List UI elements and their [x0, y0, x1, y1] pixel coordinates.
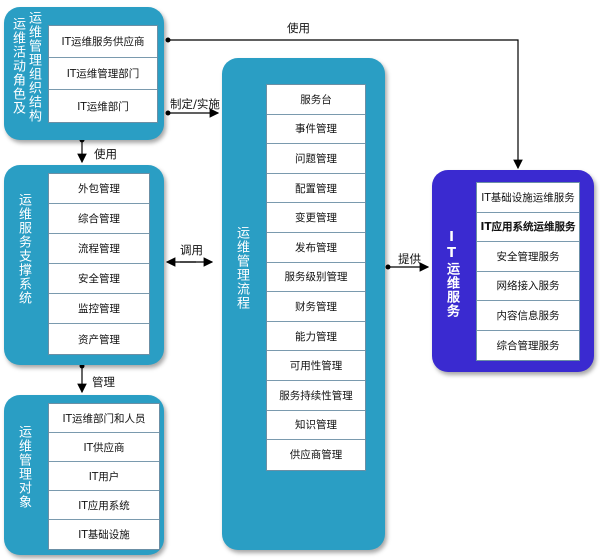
arrow-org-to-process [165, 108, 220, 118]
list-item: 服务台 [267, 85, 365, 115]
list-item: 配置管理 [267, 174, 365, 204]
list-item: IT用户 [49, 462, 159, 491]
support-list: 外包管理 综合管理 流程管理 安全管理 监控管理 资产管理 [48, 173, 150, 355]
services-title: IT运维服务 [444, 230, 459, 318]
list-item: 服务级别管理 [267, 263, 365, 293]
list-item: IT基础设施 [78, 529, 130, 541]
arrow-process-to-services [385, 262, 430, 272]
org-title: 运维管理组织结构 [26, 11, 41, 123]
list-item: 安全管理服务 [477, 242, 579, 272]
label-provide: 提供 [398, 252, 421, 266]
objects-list: IT运维部门和人员 IT供应商 IT用户 IT应用系统 IT基础设施 [48, 403, 160, 550]
arrow-support-to-objects [77, 363, 87, 394]
services-list: IT基础设施运维服务 IT应用系统运维服务 安全管理服务 网络接入服务 内容信息… [476, 182, 580, 361]
support-title: 运维服务支撑系统 [16, 193, 31, 305]
arrow-org-to-services [165, 37, 523, 170]
list-item: IT应用系统运维服务 [477, 213, 579, 242]
process-list: 服务台 事件管理 问题管理 配置管理 变更管理 发布管理 服务级别管理 财务管理… [266, 84, 366, 471]
list-item: 综合管理 [49, 204, 149, 234]
list-item: IT运维部门 [77, 100, 129, 113]
label-formulate: 制定/实施 [170, 97, 220, 111]
list-item: 流程管理 [49, 234, 149, 264]
list-item: IT应用系统 [49, 491, 159, 520]
list-item: 发布管理 [267, 233, 365, 263]
process-panel: 运维管理流程 服务台 事件管理 问题管理 配置管理 变更管理 发布管理 服务级别… [222, 58, 385, 550]
list-item: 安全管理 [49, 264, 149, 294]
list-item: 资产管理 [78, 333, 120, 346]
list-item: 变更管理 [267, 203, 365, 233]
list-item: 监控管理 [49, 294, 149, 324]
list-item: 能力管理 [267, 322, 365, 352]
list-item: IT基础设施运维服务 [477, 183, 579, 213]
org-list: IT运维服务供应商 IT运维管理部门 IT运维部门 [48, 25, 158, 123]
label-use-left: 使用 [94, 147, 117, 161]
support-system-panel: 运维服务支撑系统 外包管理 综合管理 流程管理 安全管理 监控管理 资产管理 [4, 165, 164, 365]
list-item: 综合管理服务 [496, 339, 560, 352]
list-item: IT运维部门和人员 [49, 404, 159, 433]
list-item: 可用性管理 [267, 351, 365, 381]
process-title: 运维管理流程 [234, 226, 249, 310]
list-item: 服务持续性管理 [267, 381, 365, 411]
list-item: IT供应商 [49, 433, 159, 462]
list-item: 内容信息服务 [477, 301, 579, 331]
org-title-2: 运维活动角色及 [10, 17, 25, 115]
label-use-top: 使用 [287, 21, 310, 35]
list-item: IT运维服务供应商 [49, 26, 157, 58]
list-item: 问题管理 [267, 144, 365, 174]
list-item: 供应商管理 [289, 449, 343, 462]
list-item: 知识管理 [267, 411, 365, 441]
managed-objects-panel: 运维管理对象 IT运维部门和人员 IT供应商 IT用户 IT应用系统 IT基础设… [4, 395, 164, 555]
label-manage: 管理 [92, 375, 115, 389]
label-invoke: 调用 [180, 243, 203, 257]
objects-title: 运维管理对象 [16, 425, 31, 509]
list-item: 网络接入服务 [477, 272, 579, 301]
list-item: 财务管理 [267, 292, 365, 322]
list-item: 事件管理 [267, 115, 365, 145]
list-item: IT运维管理部门 [49, 58, 157, 90]
it-services-panel: IT运维服务 IT基础设施运维服务 IT应用系统运维服务 安全管理服务 网络接入… [432, 170, 594, 372]
arrow-org-to-support [77, 137, 87, 164]
org-structure-panel: 运维管理组织结构 运维活动角色及 IT运维服务供应商 IT运维管理部门 IT运维… [4, 7, 164, 140]
list-item: 外包管理 [49, 174, 149, 204]
